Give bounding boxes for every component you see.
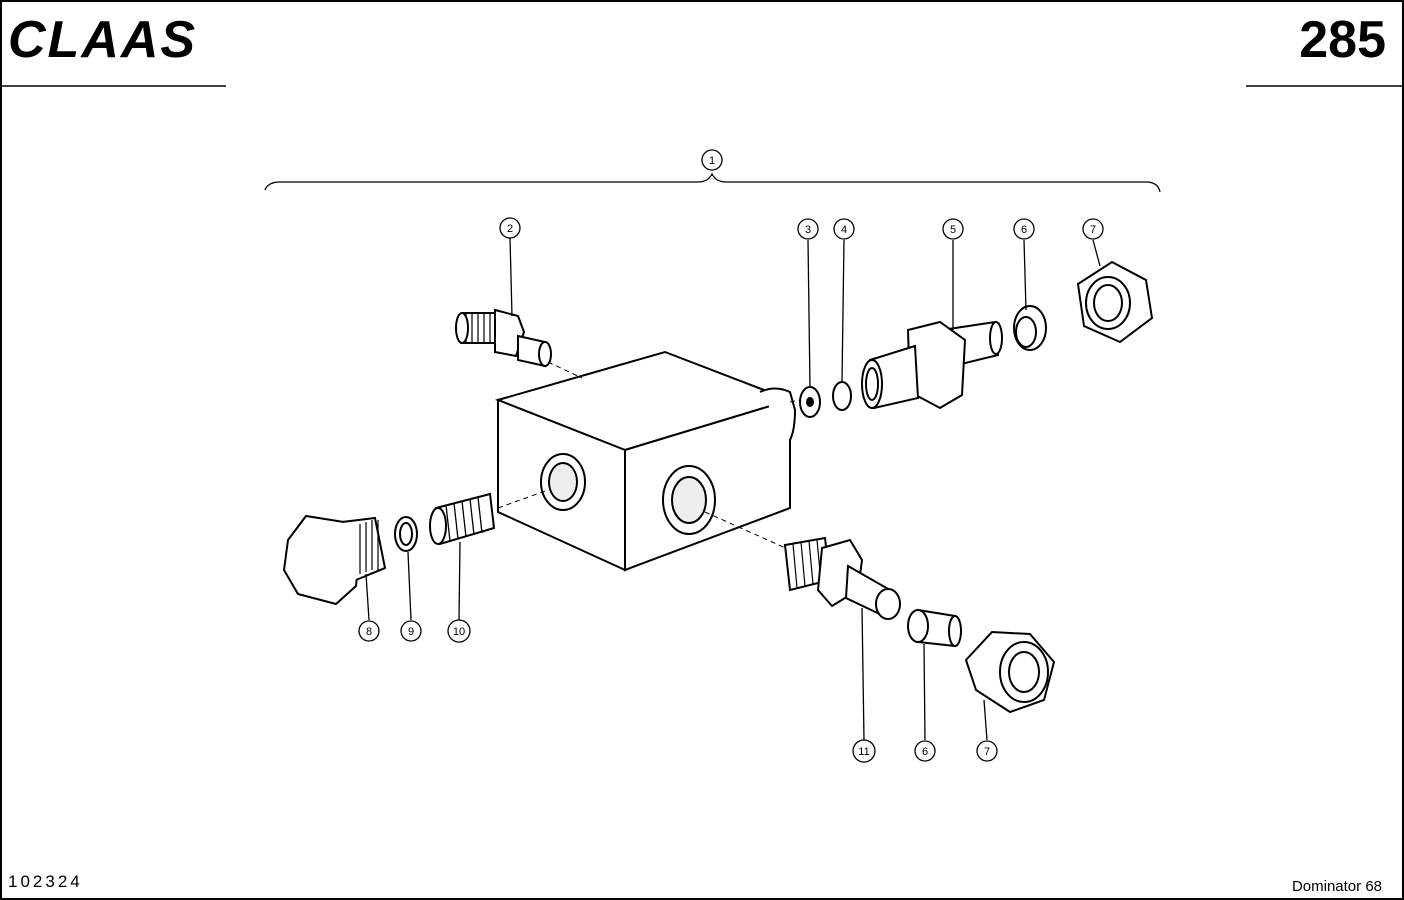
sleeve-part-6-top xyxy=(1013,305,1047,351)
ring-part-4 xyxy=(832,381,852,411)
callout-4-label: 4 xyxy=(841,224,847,236)
drawing-number: 102324 xyxy=(8,872,83,891)
callout-2-label: 2 xyxy=(507,223,513,235)
nut-part-7-top xyxy=(1076,260,1154,344)
valve-block xyxy=(494,350,797,572)
nut-part-7-bottom xyxy=(964,630,1056,714)
insert-part-10 xyxy=(429,492,496,546)
callout-6-top: 6 xyxy=(1013,218,1035,240)
callout-11: 11 xyxy=(852,739,876,763)
assembly-bracket xyxy=(264,172,1161,193)
callout-9: 9 xyxy=(400,620,422,642)
callout-8-label: 8 xyxy=(366,626,372,638)
callout-4: 4 xyxy=(833,218,855,240)
callout-6-bottom-label: 6 xyxy=(922,746,928,758)
brand-logo: CLAAS xyxy=(8,11,198,69)
callout-8: 8 xyxy=(358,620,380,642)
callout-11-label: 11 xyxy=(858,746,869,758)
callout-3: 3 xyxy=(797,218,819,240)
fitting-part-2 xyxy=(455,308,552,368)
washer-part-9 xyxy=(394,516,418,552)
callout-10: 10 xyxy=(447,619,471,643)
callout-7-top-label: 7 xyxy=(1090,224,1096,236)
callout-6-top-label: 6 xyxy=(1021,224,1027,236)
callout-6-bottom: 6 xyxy=(914,740,936,762)
model-name: Dominator 68 xyxy=(1291,878,1382,895)
page-number: 285 xyxy=(1299,11,1386,69)
fitting-part-11 xyxy=(783,536,901,620)
callout-2: 2 xyxy=(499,217,521,239)
fitting-part-5 xyxy=(861,320,1003,410)
washer-part-3 xyxy=(799,386,821,418)
plug-part-8 xyxy=(282,514,387,606)
callout-5: 5 xyxy=(942,218,964,240)
callout-1: 1 xyxy=(701,149,723,171)
callout-1-label: 1 xyxy=(709,155,715,167)
callout-3-label: 3 xyxy=(805,224,811,236)
leader-lines xyxy=(365,237,1101,741)
callout-7-bottom-label: 7 xyxy=(984,746,990,758)
callout-9-label: 9 xyxy=(408,626,414,638)
callout-7-bottom: 7 xyxy=(976,740,998,762)
callout-5-label: 5 xyxy=(950,224,956,236)
callout-10-label: 10 xyxy=(453,626,465,638)
sleeve-part-6-bottom xyxy=(907,608,962,648)
callout-7-top: 7 xyxy=(1082,218,1104,240)
